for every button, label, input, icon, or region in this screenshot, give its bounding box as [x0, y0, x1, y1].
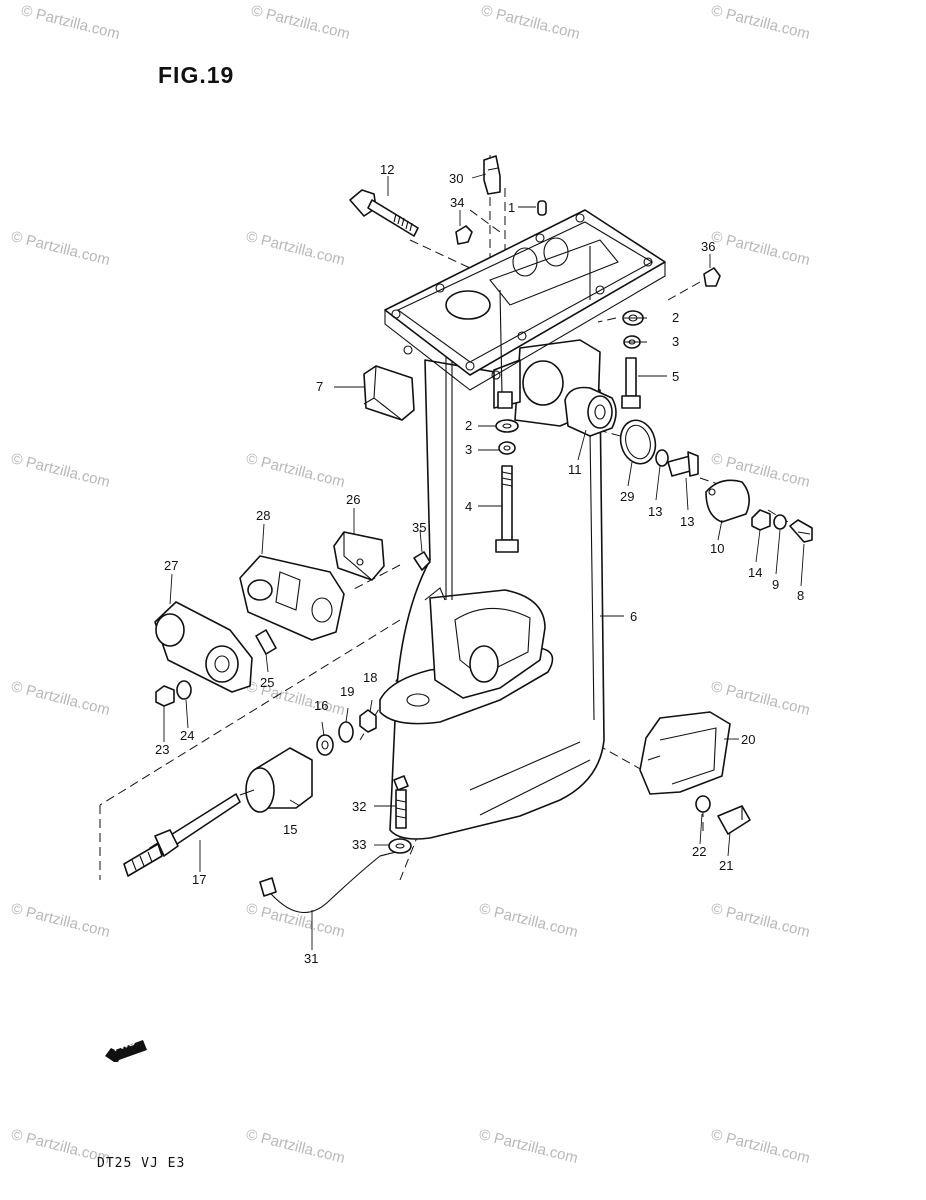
part-24-washer — [176, 680, 192, 700]
callout-20: 20 — [741, 732, 755, 747]
part-34-pin — [455, 225, 473, 245]
callout-32: 32 — [352, 799, 366, 814]
part-23-nut — [155, 685, 175, 707]
part-22-washer — [695, 795, 711, 813]
part-26-block — [333, 531, 385, 581]
callout-13a: 13 — [648, 504, 662, 519]
callout-leader-lines — [163, 173, 805, 950]
part-10-plate — [705, 479, 750, 523]
callout-6: 6 — [630, 609, 637, 624]
part-13-plug — [667, 451, 699, 477]
fwd-direction-badge: FWD — [103, 1036, 149, 1064]
callout-16: 16 — [314, 698, 328, 713]
part-32-bolt — [393, 775, 409, 829]
callout-8: 8 — [797, 588, 804, 603]
callout-25: 25 — [260, 675, 274, 690]
figure-title: FIG.19 — [158, 62, 235, 88]
part-15-mount-rubber — [239, 747, 313, 813]
callout-5: 5 — [672, 369, 679, 384]
callout-24: 24 — [180, 728, 194, 743]
callout-22: 22 — [692, 844, 706, 859]
callout-2-right: 2 — [672, 310, 679, 325]
part-16-washer — [316, 734, 334, 756]
part-17-stud-bolt — [123, 793, 241, 877]
part-11-mount-rubber — [564, 386, 617, 437]
callout-36: 36 — [701, 239, 715, 254]
part-29-o-ring — [619, 419, 657, 465]
part-5-bolt — [621, 357, 641, 409]
part-28-clamp — [239, 555, 345, 641]
part-8-screw — [789, 519, 813, 543]
callout-3-left: 3 — [465, 442, 472, 457]
callout-12: 12 — [380, 162, 394, 177]
part-31-ground-wire — [259, 851, 397, 914]
part-20-cover — [639, 711, 731, 795]
callout-33: 33 — [352, 837, 366, 852]
part-19-washer — [338, 721, 354, 743]
callout-9: 9 — [772, 577, 779, 592]
callout-27: 27 — [164, 558, 178, 573]
part-30-clip — [483, 155, 501, 195]
part-33-washer — [388, 838, 412, 854]
callout-21: 21 — [719, 858, 733, 873]
part-36-plug — [703, 267, 721, 287]
part-25-pin — [255, 629, 277, 655]
callout-1: 1 — [508, 200, 515, 215]
callout-30: 30 — [449, 171, 463, 186]
part-13-washer — [655, 449, 669, 467]
callout-18: 18 — [363, 670, 377, 685]
callout-11: 11 — [568, 462, 582, 477]
callout-29: 29 — [620, 489, 634, 504]
callout-23: 23 — [155, 742, 169, 757]
part-9-washer — [773, 514, 787, 530]
callout-4: 4 — [465, 499, 472, 514]
part-1-dowel — [537, 200, 547, 216]
fwd-arrow-icon — [105, 1040, 147, 1064]
part-35-screw — [413, 551, 431, 571]
callout-labels: 12 30 34 1 36 2 3 5 7 2 3 11 29 13 13 10… — [155, 162, 804, 966]
part-3-lockwasher-left — [498, 441, 516, 455]
part-2-washer-left — [495, 419, 519, 433]
part-21-bolt — [717, 805, 751, 835]
part-18-nut — [359, 709, 377, 733]
callout-3-right: 3 — [672, 334, 679, 349]
callout-28: 28 — [256, 508, 270, 523]
part-27-bracket — [154, 601, 253, 693]
callout-13b: 13 — [680, 514, 694, 529]
part-4-stud-bolt — [495, 465, 519, 553]
callout-14: 14 — [748, 565, 762, 580]
callout-35: 35 — [412, 520, 426, 535]
callout-7: 7 — [316, 379, 323, 394]
callout-15: 15 — [283, 822, 297, 837]
part-14-nut — [751, 509, 771, 531]
housing-top-plate — [384, 209, 666, 409]
part-7-rubber-mount — [363, 365, 415, 421]
callout-26: 26 — [346, 492, 360, 507]
callout-10: 10 — [710, 541, 724, 556]
callout-19: 19 — [340, 684, 354, 699]
callout-34: 34 — [450, 195, 464, 210]
callout-17: 17 — [192, 872, 206, 887]
model-code: DT25 VJ E3 — [97, 1156, 186, 1171]
callout-2-left: 2 — [465, 418, 472, 433]
callout-31: 31 — [304, 951, 318, 966]
part-12-bolt — [349, 189, 419, 237]
